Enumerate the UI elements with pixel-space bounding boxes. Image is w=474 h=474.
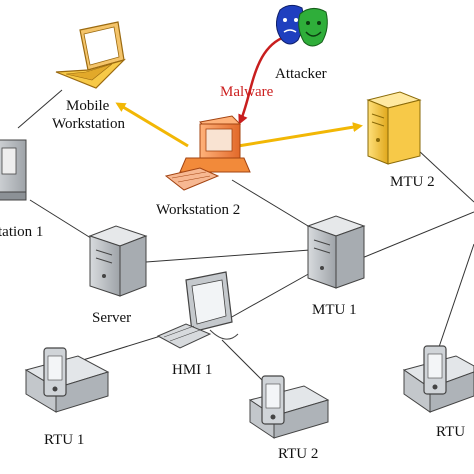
laptop-icon — [55, 21, 127, 89]
link-mobile-workstation1 — [17, 89, 63, 129]
attacker-label: Attacker — [275, 66, 327, 82]
rtu-2-label: RTU 2 — [278, 446, 318, 462]
malware-label: Malware — [220, 84, 274, 100]
link-workstation2-mtu1 — [231, 179, 319, 233]
attack-arrow-to-mtu2 — [237, 122, 363, 148]
mtu-2-label: MTU 2 — [390, 174, 435, 190]
mtu-1-label: MTU 1 — [312, 302, 357, 318]
attack-arrows — [115, 36, 363, 148]
link-rtu3-up — [437, 243, 474, 351]
handheld-device-icon — [248, 375, 330, 439]
theater-masks-icon — [276, 4, 328, 47]
network-links — [17, 89, 474, 387]
desktop-computer-icon — [0, 139, 27, 201]
node-labels: Attacker Malware Mobile Workstation Work… — [0, 66, 465, 462]
monitor-keyboard-icon — [156, 271, 239, 349]
link-workstation1-server — [29, 199, 95, 241]
server-tower-icon — [306, 215, 366, 289]
mobile-workstation-label-line2: Workstation — [52, 116, 125, 132]
link-mtu2-right — [417, 149, 474, 203]
server-tower-icon — [88, 225, 148, 297]
server-tower-icon — [366, 91, 422, 165]
hmi-1-label: HMI 1 — [172, 362, 212, 378]
rtu-1-label: RTU 1 — [44, 432, 84, 448]
handheld-device-icon — [24, 347, 110, 413]
attack-arrow-to-mobile — [115, 102, 189, 148]
workstation-2-label: Workstation 2 — [156, 202, 240, 218]
mobile-workstation-label-line1: Mobile — [66, 98, 110, 114]
workstation-1-label: tation 1 — [0, 224, 43, 240]
desktop-computer-icon — [164, 115, 251, 191]
server-label: Server — [92, 310, 131, 326]
handheld-device-icon — [402, 345, 474, 413]
link-server-mtu1 — [145, 249, 311, 263]
rtu-3-label: RTU — [436, 424, 465, 440]
link-mtu1-hmi1 — [229, 271, 313, 319]
link-mtu1-right — [361, 211, 474, 259]
link-hmi1-rtu2 — [221, 339, 269, 387]
malware-arrow — [238, 36, 283, 125]
